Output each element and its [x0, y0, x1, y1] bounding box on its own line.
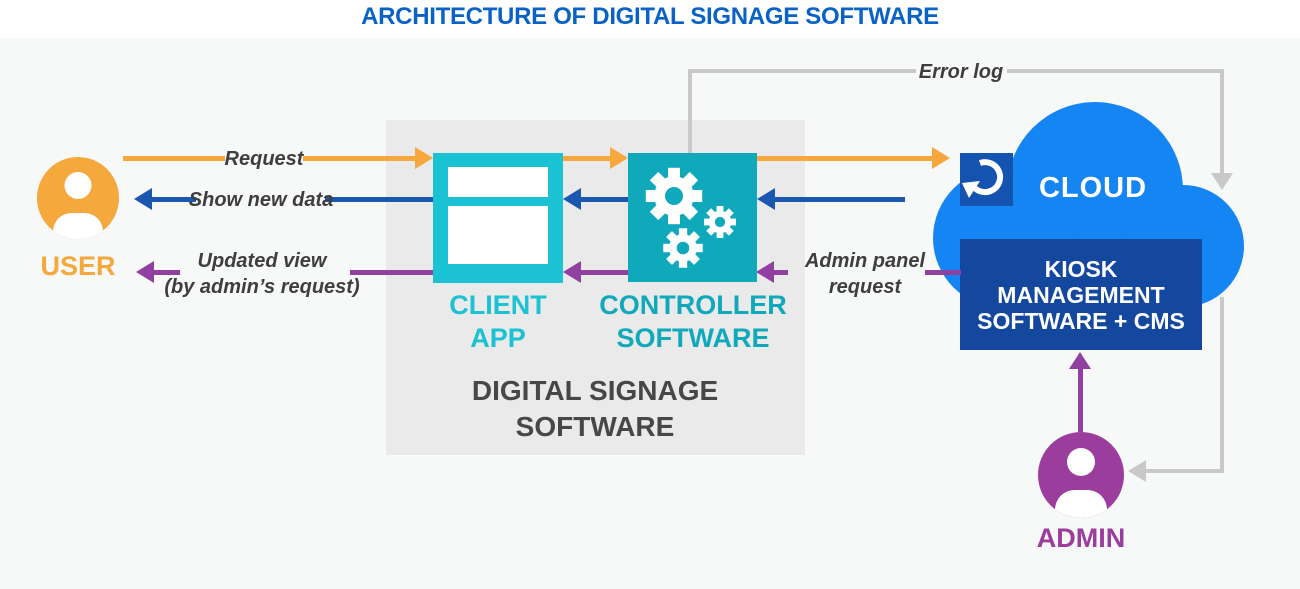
shownewdata-arrowhead-controller: [757, 188, 775, 210]
controller-software-label: CONTROLLER SOFTWARE: [599, 290, 787, 353]
kiosk-management-box: KIOSK MANAGEMENT SOFTWARE + CMS: [960, 239, 1202, 350]
user-person-icon: [37, 157, 119, 239]
page-title: ARCHITECTURE OF DIGITAL SIGNAGE SOFTWARE: [361, 3, 939, 30]
updatedview-line-1: [154, 270, 180, 275]
shownewdata-label: Show new data: [188, 189, 334, 211]
adminpanel-arrowhead-controller: [756, 261, 774, 283]
updatedview-line-3: [581, 270, 628, 275]
error-log-line-down: [1220, 69, 1224, 173]
adminpanel-label: Admin panel request: [804, 250, 925, 298]
error-log-label: Error log: [918, 61, 1004, 83]
updatedview-label: Updated view (by admin’s request): [164, 250, 360, 298]
cloud-label: CLOUD: [1038, 172, 1148, 204]
adminpanel-line-1: [774, 270, 788, 275]
request-line-2: [303, 156, 415, 161]
admin-to-kiosk-line: [1078, 367, 1083, 432]
controller-software-box: [628, 153, 757, 282]
shownewdata-line-2: [325, 197, 433, 202]
shownewdata-arrowhead-user: [134, 188, 152, 210]
request-arrowhead-cloud: [932, 147, 950, 169]
digital-signage-software-label: DIGITAL SIGNAGE SOFTWARE: [471, 375, 719, 442]
error-log-arrowhead-into-cloud: [1211, 173, 1233, 190]
updatedview-line-2: [350, 270, 433, 275]
gear-icon: [663, 228, 703, 268]
request-line-4: [757, 156, 932, 161]
shownewdata-arrowhead-client: [563, 188, 581, 210]
cloud-to-admin-line-down: [1220, 297, 1224, 471]
client-app-label: CLIENT APP: [449, 290, 547, 353]
error-log-line-top-left: [688, 69, 916, 73]
request-arrowhead-client: [415, 147, 433, 169]
request-arrowhead-controller: [610, 147, 628, 169]
updatedview-arrowhead-user: [136, 261, 154, 283]
error-log-line-top-right: [1007, 69, 1224, 73]
adminpanel-line-2: [925, 270, 961, 275]
shownewdata-line-1: [152, 197, 196, 202]
arrowhead-into-admin: [1128, 460, 1146, 482]
request-line-1: [123, 156, 225, 161]
cloud-to-admin-line-left: [1146, 469, 1224, 473]
gear-icon: [645, 167, 703, 225]
gear-icon: [704, 206, 736, 238]
shownewdata-line-4: [775, 197, 905, 202]
client-app-box: [433, 153, 563, 283]
updatedview-arrowhead-client: [563, 261, 581, 283]
refresh-sync-icon: [960, 153, 1013, 206]
admin-label: ADMIN: [1036, 523, 1126, 553]
error-log-line-up: [688, 70, 692, 153]
request-line-3: [563, 156, 610, 161]
user-label: USER: [40, 251, 116, 281]
admin-to-kiosk-arrowhead: [1069, 352, 1091, 369]
request-label: Request: [224, 148, 304, 170]
shownewdata-line-3: [581, 197, 628, 202]
admin-person-icon: [1038, 432, 1124, 518]
